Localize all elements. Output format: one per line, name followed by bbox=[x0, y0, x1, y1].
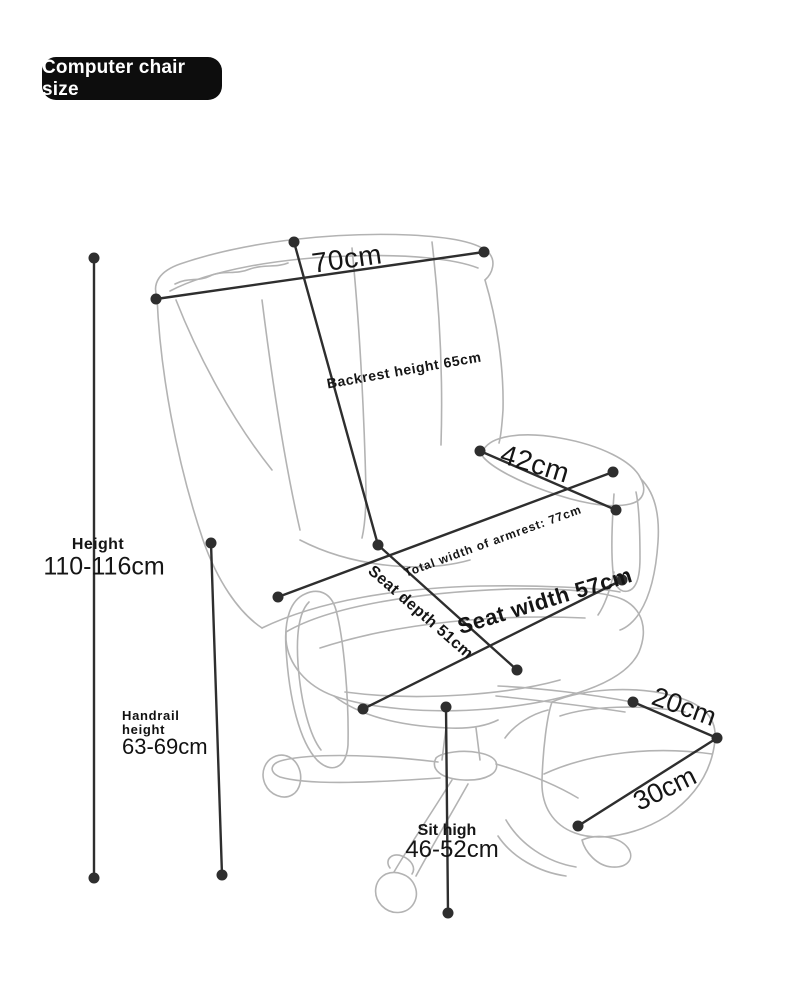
caster-front-wheel bbox=[374, 871, 418, 914]
footrest-bracket-a bbox=[505, 819, 577, 868]
handrail-title-line2: height bbox=[122, 721, 166, 737]
backrest-left-wing-crease bbox=[175, 299, 273, 471]
handrail-dimension-line bbox=[209, 541, 224, 877]
dimension-dot bbox=[572, 820, 584, 832]
armrest-length-dimension bbox=[474, 445, 622, 516]
sit-height-line bbox=[444, 705, 450, 915]
gas-lift-right bbox=[475, 727, 481, 761]
base-leg-left bbox=[271, 754, 441, 784]
footrest-mid-seam bbox=[543, 749, 713, 775]
base-leg-right bbox=[495, 763, 579, 799]
dimension-dot bbox=[216, 869, 228, 881]
right-armrest-to-seat bbox=[597, 571, 615, 616]
title-badge: Computer chair size bbox=[42, 57, 222, 100]
height-dimension bbox=[88, 252, 100, 884]
footrest-width-dimension bbox=[572, 736, 719, 832]
sit-high-value: 46-52cm bbox=[405, 836, 499, 863]
backrest-right-edge bbox=[484, 279, 504, 444]
armrest-total-width-dimension bbox=[272, 466, 619, 603]
sit-high-title: Sit high bbox=[417, 822, 477, 839]
dimension-dot bbox=[150, 293, 162, 305]
backrest-height-dimension bbox=[288, 236, 384, 551]
headrest-crease bbox=[174, 262, 289, 285]
backrest-left-edge bbox=[156, 296, 263, 629]
dimension-dot bbox=[440, 701, 452, 713]
seat-back-edge bbox=[261, 585, 621, 629]
dimension-dot bbox=[272, 591, 284, 603]
headrest-outline bbox=[154, 233, 494, 298]
caster-front-fork bbox=[387, 854, 415, 875]
right-armrest-front-post bbox=[611, 491, 641, 593]
footrest-top-crease bbox=[559, 706, 686, 717]
backrest-seam-3 bbox=[431, 241, 443, 446]
top-width-dimension-line bbox=[154, 250, 486, 301]
right-armrest-outer-edge bbox=[619, 478, 660, 631]
left-armrest-outline bbox=[284, 590, 349, 769]
handrail-value: 63-69cm bbox=[122, 734, 208, 760]
dimension-dot bbox=[205, 537, 217, 549]
chair-illustration bbox=[154, 233, 716, 914]
seat-underside bbox=[333, 695, 499, 729]
seat-seam-front bbox=[344, 679, 561, 698]
backrest-seam-1 bbox=[261, 299, 301, 531]
footrest-hinge-bar-a bbox=[497, 685, 633, 703]
dimension-dot bbox=[478, 246, 490, 258]
base-leg-front-a bbox=[393, 779, 453, 873]
sit-height-dimension bbox=[440, 701, 454, 919]
armrest-total-width-line bbox=[276, 470, 615, 599]
dimension-dot bbox=[610, 504, 622, 516]
dimension-dot bbox=[88, 252, 100, 264]
backrest-dimension-line bbox=[292, 240, 380, 547]
seat-seam-top bbox=[319, 616, 586, 649]
caster-left bbox=[262, 754, 302, 798]
footrest-cushion-outline bbox=[541, 688, 716, 838]
base-leg-front-b bbox=[415, 783, 469, 877]
dimension-dot bbox=[442, 907, 454, 919]
seat-cushion-outline bbox=[285, 588, 645, 712]
footrest-left-edge-crease bbox=[504, 709, 549, 739]
title-badge-label: Computer chair size bbox=[42, 56, 186, 100]
footrest-handle-slot bbox=[581, 835, 632, 868]
dimension-dot bbox=[607, 466, 619, 478]
handrail-title-line1: Handrail bbox=[122, 708, 180, 723]
dimension-dot bbox=[288, 236, 300, 248]
right-armrest-pad bbox=[480, 434, 645, 507]
height-title: Height bbox=[71, 536, 125, 553]
backrest-bottom-crease bbox=[299, 539, 471, 568]
backrest-seam-2 bbox=[351, 247, 367, 539]
armrest-length-line bbox=[478, 449, 618, 512]
seat-depth-dimension bbox=[376, 543, 523, 676]
footrest-hinge-bar-b bbox=[495, 695, 626, 713]
dimension-dot bbox=[616, 574, 628, 586]
dimension-dot bbox=[88, 872, 100, 884]
dimension-dot bbox=[511, 664, 523, 676]
footrest-bracket-b bbox=[497, 835, 567, 877]
top-width-dimension bbox=[150, 246, 490, 305]
footrest-depth-line bbox=[631, 700, 719, 740]
dimension-dot bbox=[627, 696, 639, 708]
seat-depth-line bbox=[376, 543, 519, 672]
handrail-height-dimension bbox=[205, 537, 228, 881]
seat-width-dimension bbox=[357, 574, 628, 715]
dimension-annotations bbox=[88, 236, 723, 919]
seat-width-line bbox=[361, 578, 624, 711]
dimension-dot bbox=[357, 703, 369, 715]
base-hub bbox=[433, 750, 498, 781]
dimension-dot bbox=[474, 445, 486, 457]
footrest-width-line bbox=[576, 736, 719, 828]
handrail-height-block: Handrail height 63-69cm bbox=[122, 709, 208, 758]
left-armrest-inner-line bbox=[296, 601, 322, 751]
height-value: 110-116cm bbox=[43, 552, 165, 581]
